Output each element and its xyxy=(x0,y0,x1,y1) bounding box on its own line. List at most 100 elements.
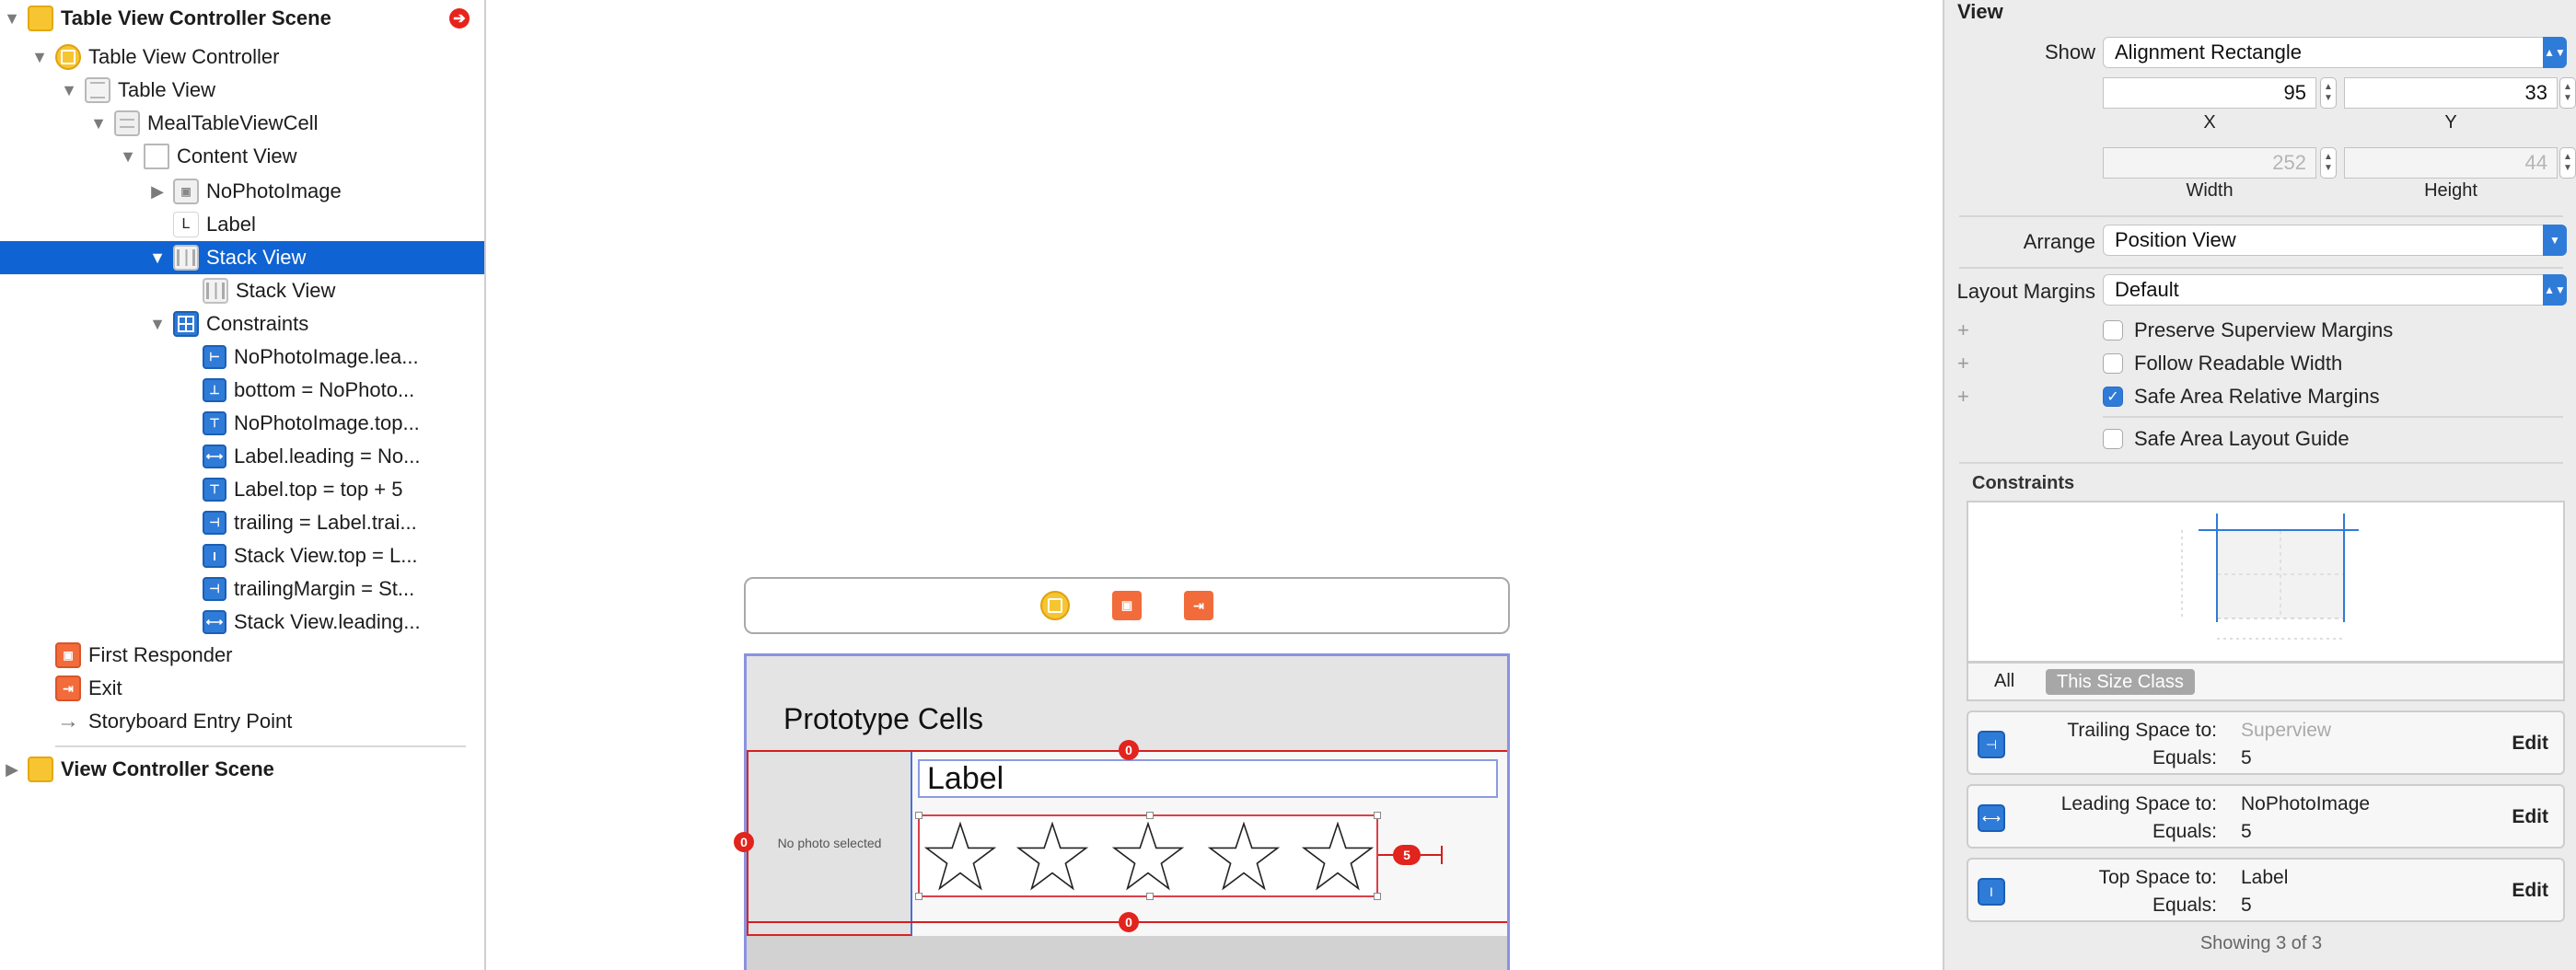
segment-all[interactable]: All xyxy=(1994,671,2015,691)
x-field[interactable]: 95 xyxy=(2103,77,2316,109)
outline-row-view-controller-scene[interactable]: ▶ View Controller Scene xyxy=(0,753,484,786)
storyboard-canvas[interactable]: ▣ ⇥ Prototype Cells No photo selected La… xyxy=(488,0,1941,970)
outline-row-stack-view-selected[interactable]: ▼ Stack View xyxy=(0,241,484,274)
table-cell-icon xyxy=(114,110,140,136)
exit-icon[interactable]: ⇥ xyxy=(1184,591,1213,620)
prototype-cell[interactable]: No photo selected Label 0 0 xyxy=(734,740,1507,936)
trailing-constraint-icon: ⊣ xyxy=(1978,731,2005,758)
disclosure-triangle[interactable]: ▼ xyxy=(4,8,20,28)
star-icon[interactable] xyxy=(1111,820,1185,894)
y-field[interactable]: 33 xyxy=(2344,77,2558,109)
table-view-canvas[interactable]: Prototype Cells No photo selected Label xyxy=(734,653,1510,970)
follow-readable-width-checkbox[interactable] xyxy=(2103,353,2123,374)
edit-button[interactable]: Edit xyxy=(2512,806,2548,827)
error-badge-icon[interactable]: ➔ xyxy=(449,8,470,29)
height-field[interactable]: 44 xyxy=(2344,147,2558,179)
checkbox-label: Preserve Superview Margins xyxy=(2134,318,2394,341)
plus-icon[interactable]: + xyxy=(1957,352,1969,375)
rating-stack-view[interactable] xyxy=(915,812,1381,900)
outline-row-constraint[interactable]: ⊤ NoPhotoImage.top... xyxy=(0,407,484,440)
outline-row-table-view-controller-scene[interactable]: ▼ Table View Controller Scene ➔ xyxy=(0,2,484,35)
disclosure-triangle[interactable]: ▶ xyxy=(151,181,164,201)
outline-row-constraint[interactable]: ⟷ Label.leading = No... xyxy=(0,440,484,473)
label-icon: L xyxy=(173,212,199,237)
show-popup[interactable]: Alignment Rectangle ▲▼ xyxy=(2103,37,2567,68)
outline-row-table-view[interactable]: ▼ Table View xyxy=(0,74,484,107)
arrange-popup[interactable]: Position View ▼ xyxy=(2103,225,2567,256)
showing-count: Showing 3 of 3 xyxy=(2199,933,2323,953)
outline-row-exit[interactable]: ⇥ Exit xyxy=(0,672,484,705)
view-controller-icon xyxy=(55,44,81,70)
outline-row-meal-table-view-cell[interactable]: ▼ MealTableViewCell xyxy=(0,107,484,140)
width-stepper[interactable]: ▲▼ xyxy=(2320,147,2337,179)
outline-row-stack-view-child[interactable]: Stack View xyxy=(0,274,484,307)
disclosure-triangle[interactable]: ▼ xyxy=(149,248,166,267)
disclosure-triangle xyxy=(177,546,197,566)
outline-row-constraint[interactable]: ⟷ Stack View.leading... xyxy=(0,606,484,639)
edit-button[interactable]: Edit xyxy=(2512,733,2548,754)
plus-icon[interactable]: + xyxy=(1957,318,1969,341)
star-icon[interactable] xyxy=(1207,820,1281,894)
plus-icon[interactable]: + xyxy=(1957,385,1969,408)
disclosure-triangle[interactable]: ▼ xyxy=(31,47,48,66)
outline-row-constraint[interactable]: ⊢ NoPhotoImage.lea... xyxy=(0,341,484,374)
safe-area-layout-guide-checkbox[interactable] xyxy=(2103,429,2123,449)
constraint-diagram[interactable] xyxy=(1967,501,2565,663)
outline-row-constraint[interactable]: ⊤ Label.top = top + 5 xyxy=(0,473,484,506)
outline-row-label: NoPhotoImage xyxy=(206,179,342,202)
resize-handle[interactable] xyxy=(1374,812,1381,819)
view-controller-icon[interactable] xyxy=(1040,591,1070,620)
outline-row-storyboard-entry-point[interactable]: → Storyboard Entry Point xyxy=(0,705,484,738)
constraint-badge-bottom[interactable]: 0 xyxy=(1119,912,1139,932)
star-icon[interactable] xyxy=(923,820,997,894)
constraint-badge-trailing[interactable]: 5 xyxy=(1393,845,1421,865)
resize-handle[interactable] xyxy=(1374,893,1381,900)
outline-row-label[interactable]: L Label xyxy=(0,208,484,241)
outline-row-label: NoPhotoImage.lea... xyxy=(234,345,419,368)
constraint-key: Equals: xyxy=(2152,895,2217,916)
disclosure-triangle xyxy=(177,446,197,467)
outline-row-constraint[interactable]: ⊣ trailingMargin = St... xyxy=(0,572,484,606)
disclosure-triangle[interactable]: ▼ xyxy=(120,146,136,166)
constraint-icon: ⟷ xyxy=(203,610,226,634)
resize-handle[interactable] xyxy=(1146,893,1154,900)
disclosure-triangle[interactable]: ▼ xyxy=(61,80,77,99)
resize-handle[interactable] xyxy=(915,812,922,819)
edit-button[interactable]: Edit xyxy=(2512,880,2548,901)
y-stepper[interactable]: ▲▼ xyxy=(2559,77,2576,109)
disclosure-triangle xyxy=(177,513,197,533)
disclosure-triangle[interactable]: ▼ xyxy=(90,113,107,133)
disclosure-triangle[interactable]: ▼ xyxy=(149,314,166,333)
width-field[interactable]: 252 xyxy=(2103,147,2316,179)
outline-row-first-responder[interactable]: ▣ First Responder xyxy=(0,639,484,672)
constraint-badge-left[interactable]: 0 xyxy=(734,832,754,852)
outline-row-label: Table View xyxy=(118,78,215,101)
x-stepper[interactable]: ▲▼ xyxy=(2320,77,2337,109)
layout-margins-label: Layout Margins xyxy=(1956,280,2095,303)
outline-row-constraint[interactable]: I Stack View.top = L... xyxy=(0,539,484,572)
segment-this-size-class[interactable]: This Size Class xyxy=(2046,669,2195,695)
outline-row-content-view[interactable]: ▼ Content View xyxy=(0,140,484,173)
outline-row-constraint[interactable]: ⊥ bottom = NoPhoto... xyxy=(0,374,484,407)
first-responder-icon[interactable]: ▣ xyxy=(1112,591,1142,620)
constraint-badge-top[interactable]: 0 xyxy=(1119,740,1139,760)
outline-row-constraints[interactable]: ▼ Constraints xyxy=(0,307,484,341)
no-photo-image-view[interactable]: No photo selected xyxy=(747,750,912,936)
constraint-card-trailing[interactable]: ⊣ Trailing Space to: Superview Equals: 5… xyxy=(1967,710,2565,775)
disclosure-triangle[interactable]: ▶ xyxy=(6,759,18,779)
cell-label[interactable]: Label xyxy=(918,759,1498,798)
constraint-line-trailing-end xyxy=(1441,846,1443,864)
outline-row-table-view-controller[interactable]: ▼ Table View Controller xyxy=(0,40,484,74)
star-icon[interactable] xyxy=(1015,820,1089,894)
layout-margins-popup[interactable]: Default ▲▼ xyxy=(2103,274,2567,306)
safe-area-relative-margins-checkbox[interactable]: ✓ xyxy=(2103,387,2123,407)
resize-handle[interactable] xyxy=(1146,812,1154,819)
constraint-card-leading[interactable]: ⟷ Leading Space to: NoPhotoImage Equals:… xyxy=(1967,784,2565,849)
outline-row-no-photo-image[interactable]: ▶ ▣ NoPhotoImage xyxy=(0,175,484,208)
outline-row-constraint[interactable]: ⊣ trailing = Label.trai... xyxy=(0,506,484,539)
height-stepper[interactable]: ▲▼ xyxy=(2559,147,2576,179)
resize-handle[interactable] xyxy=(915,893,922,900)
constraint-card-top[interactable]: I Top Space to: Label Equals: 5 Edit xyxy=(1967,858,2565,922)
star-icon[interactable] xyxy=(1301,820,1375,894)
preserve-superview-margins-checkbox[interactable] xyxy=(2103,320,2123,341)
